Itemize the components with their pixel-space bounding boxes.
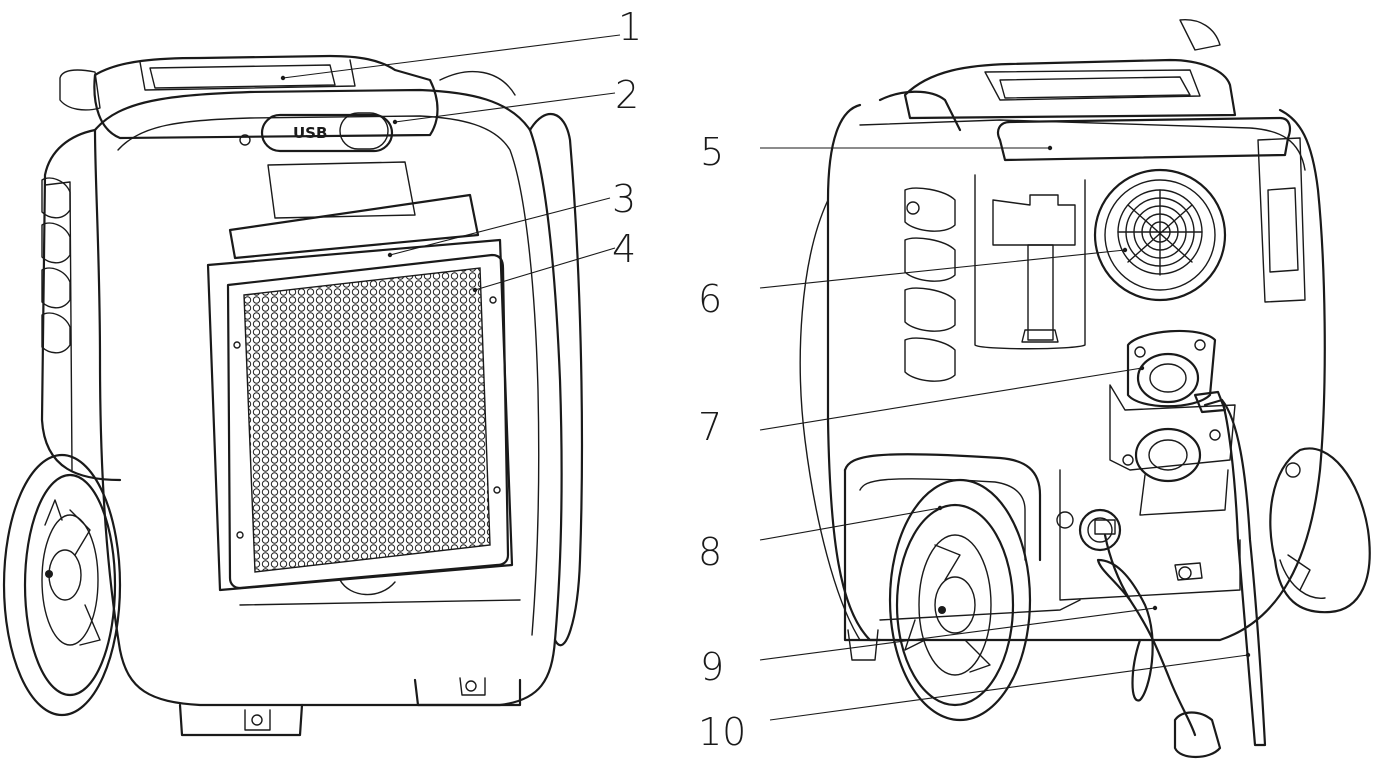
callout-3: 3: [612, 177, 636, 221]
callout-2: 2: [615, 73, 639, 117]
leader-lines: [280, 34, 1251, 721]
drain-hose: [1203, 398, 1267, 747]
callout-5: 5: [700, 130, 724, 174]
callout-9: 9: [700, 645, 724, 689]
callout-8: 8: [698, 530, 722, 574]
back-view: [799, 19, 1371, 759]
front-view: USB: [2, 54, 584, 737]
callout-labels: 1 2 3 4 5 6 7 8 9 10: [612, 5, 746, 754]
drain-outlets: [1109, 329, 1236, 516]
front-handle: [93, 54, 439, 140]
callout-7: 7: [698, 405, 722, 449]
callout-4: 4: [612, 227, 636, 271]
back-handle: [903, 58, 1237, 120]
front-left-wheel: [2, 453, 122, 717]
exhaust-fan: [1093, 168, 1227, 302]
front-body-outline: [93, 88, 563, 707]
usb-label: USB: [293, 124, 327, 142]
filter-grille: [226, 253, 510, 590]
callout-6: 6: [698, 277, 722, 321]
back-body-outline: [826, 103, 1326, 642]
rear-right-wheel: [1269, 447, 1371, 614]
rear-left-wheel: [843, 453, 1042, 722]
filter-frame: [228, 193, 480, 260]
power-cord: [1078, 508, 1222, 759]
usb-port-panel: [260, 113, 394, 153]
callout-1: 1: [618, 5, 642, 49]
callout-10: 10: [698, 710, 746, 754]
